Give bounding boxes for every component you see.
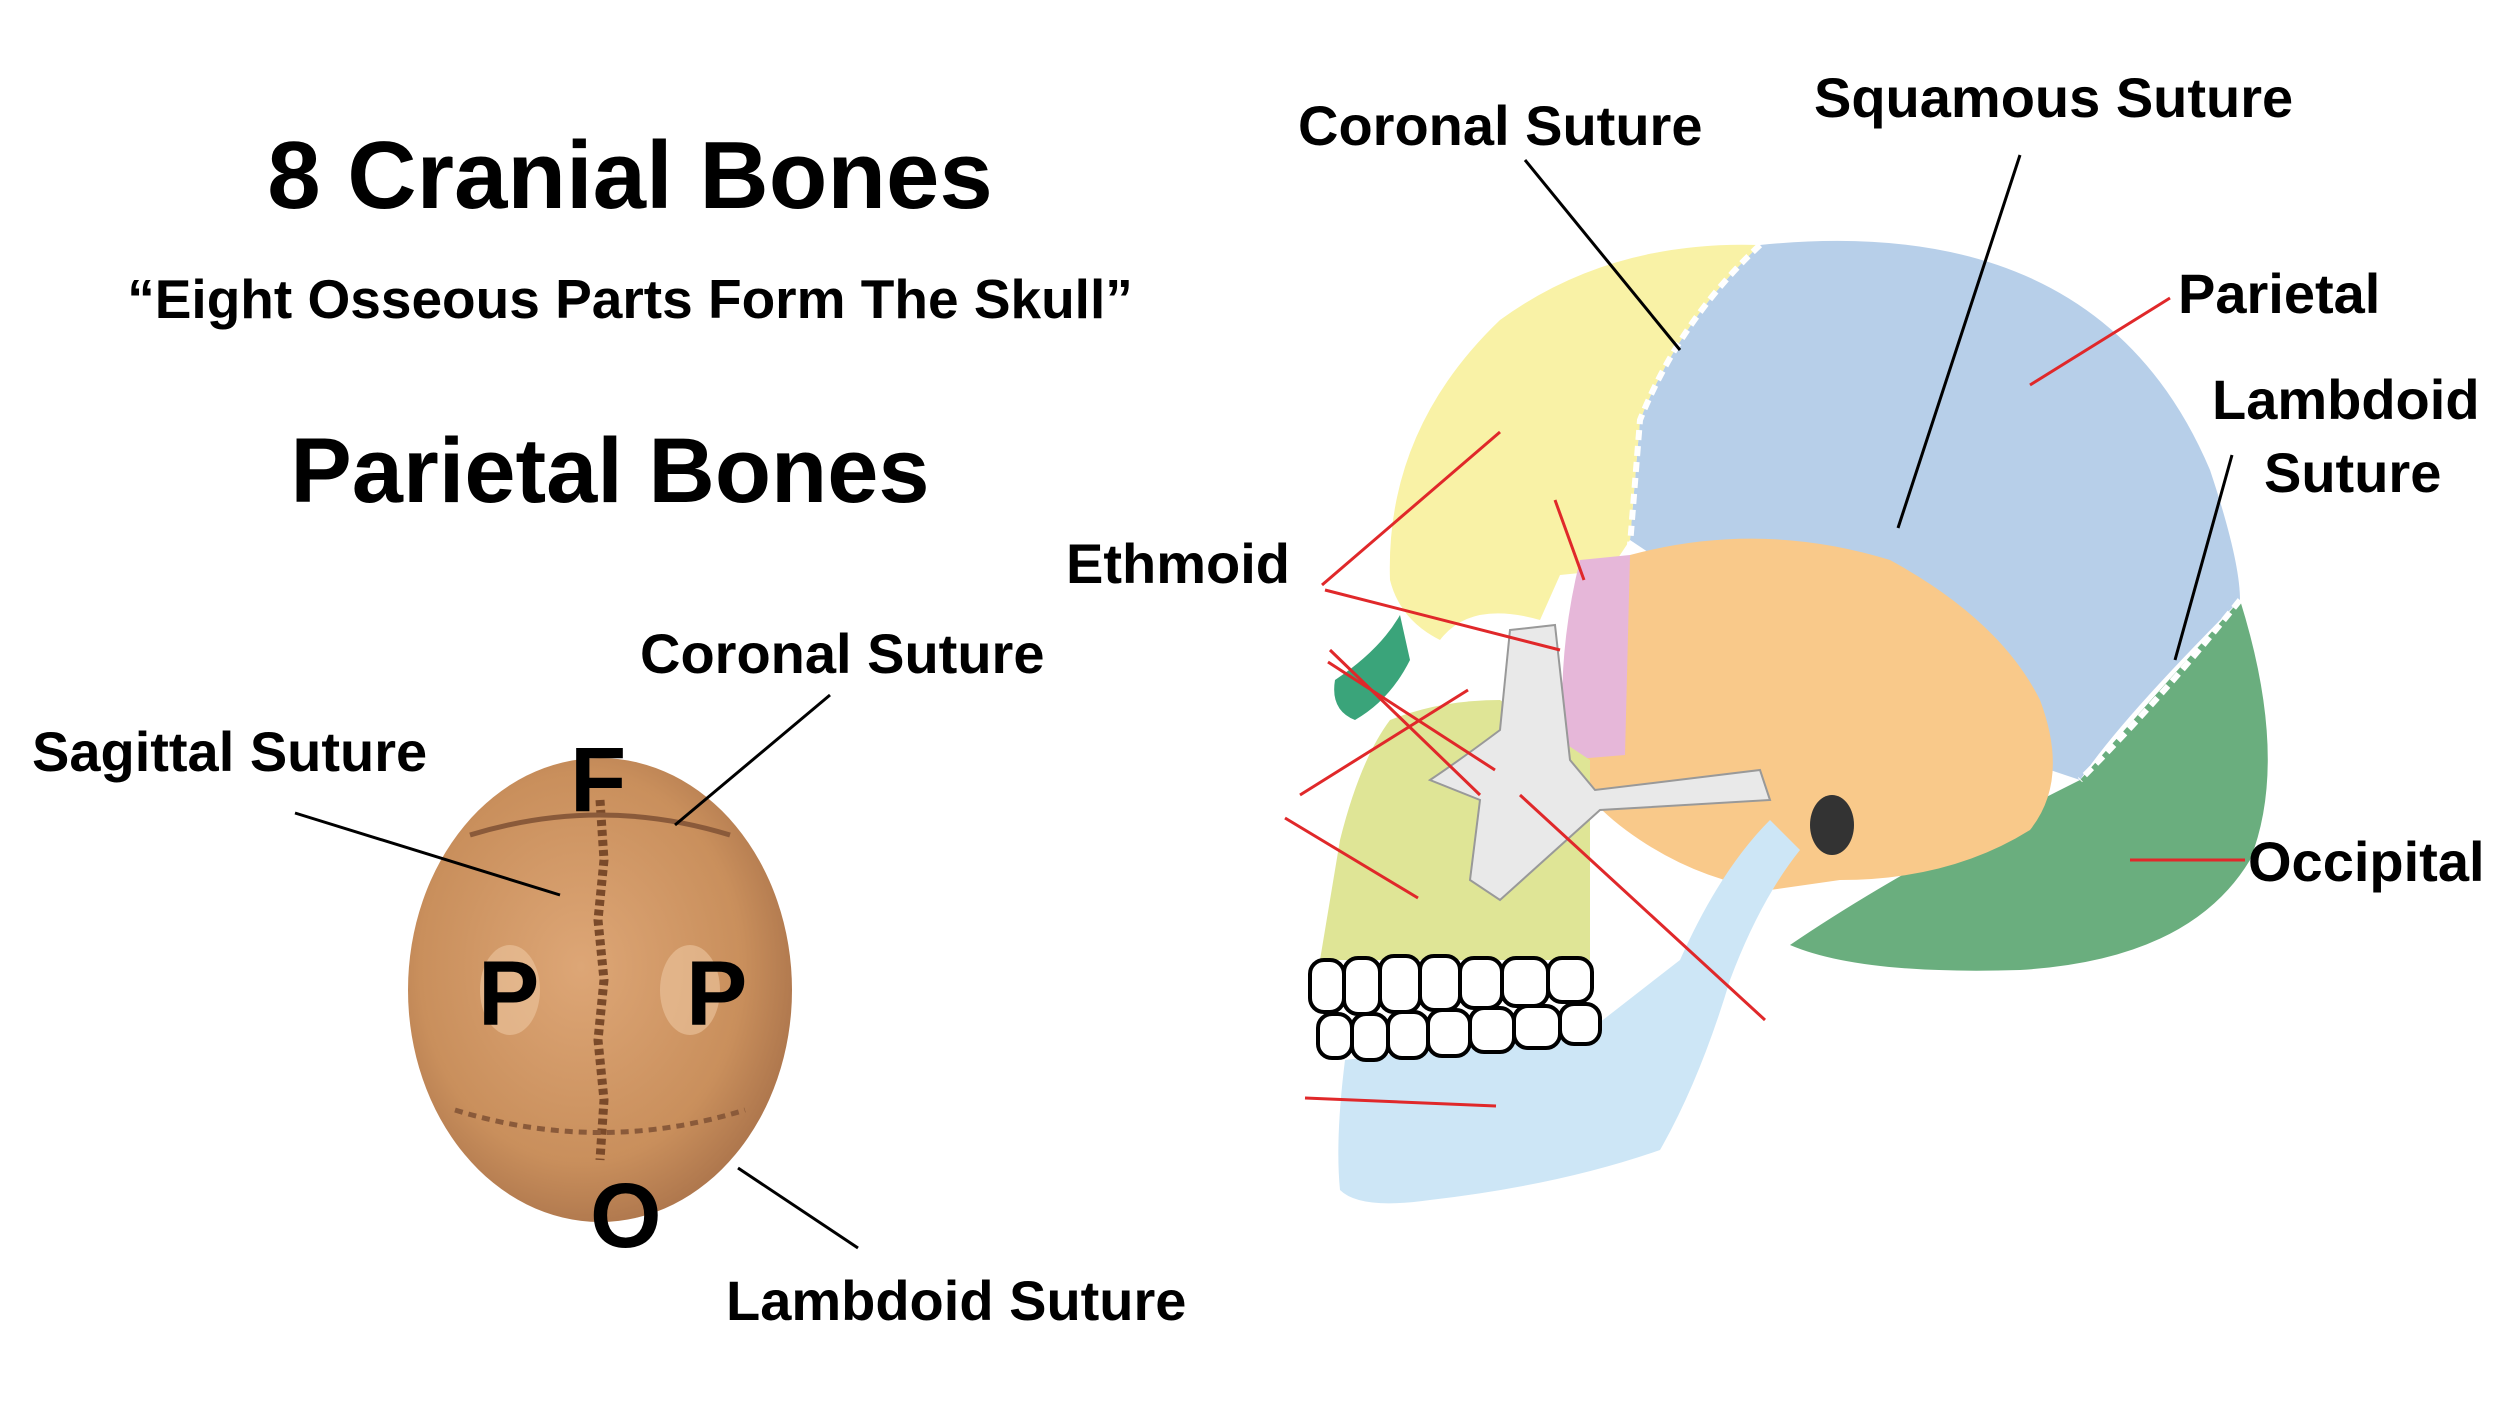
- sagittal-leader-line: [294, 811, 561, 897]
- frontal-letter: F: [570, 729, 627, 831]
- skull-highlight-right: [660, 945, 720, 1035]
- zygomatic-bone: [1427, 623, 1772, 902]
- side-parietal-label: Parietal: [2178, 262, 2381, 325]
- coronal-suture-line: [469, 812, 731, 838]
- lower-teeth: [1316, 1002, 1602, 1062]
- side-lambdoid-label-line2: Suture: [2264, 441, 2442, 504]
- red-leader-lines: [1284, 296, 2245, 1108]
- top-coronal-label: Coronal Suture: [640, 622, 1045, 685]
- side-occipital-label: Occipital: [2248, 830, 2485, 893]
- side-ethmoid-label: Ethmoid: [1066, 532, 1290, 595]
- upper-teeth: [1308, 954, 1594, 1016]
- side-lambdoid-label-line1: Lambdoid: [2212, 368, 2480, 431]
- side-coronal-leader: [1523, 159, 1682, 351]
- side-lambdoid-leader: [2173, 454, 2234, 661]
- coronal-leader-line: [674, 693, 831, 827]
- top-lambdoid-label: Lambdoid Suture: [726, 1269, 1187, 1332]
- squamous-leader: [1896, 154, 2022, 529]
- frontal-bone: [1389, 244, 1760, 640]
- side-coronal-label: Coronal Suture: [1298, 94, 1703, 157]
- section-subtitle: Parietal Bones: [290, 420, 930, 522]
- sagittal-suture-line: [593, 799, 609, 1161]
- top-sagittal-label: Sagittal Suture: [32, 720, 428, 783]
- left-parietal-letter: P: [478, 943, 540, 1045]
- occipital-letter: O: [590, 1165, 662, 1267]
- occipital-bone: [1790, 600, 2268, 971]
- mnemonic-text: “Eight Osseous Parts Form The Skull”: [127, 268, 1133, 330]
- skull-highlight-left: [480, 945, 540, 1035]
- mandible-bone: [1338, 820, 1800, 1204]
- lambdoid-leader-line: [737, 1166, 859, 1250]
- parietal-bone: [1630, 240, 2240, 780]
- lambdoid-suture-line: [454, 1107, 746, 1135]
- side-lambdoid-suture: [2077, 598, 2243, 783]
- right-parietal-letter: P: [686, 943, 748, 1045]
- sphenoid-bone: [1562, 555, 1630, 760]
- side-squamous-label: Squamous Suture: [1814, 66, 2294, 129]
- side-coronal-suture: [1627, 242, 1763, 546]
- page-title: 8 Cranial Bones: [267, 122, 993, 229]
- ear-canal: [1810, 795, 1854, 855]
- nasal-bone: [1334, 615, 1410, 720]
